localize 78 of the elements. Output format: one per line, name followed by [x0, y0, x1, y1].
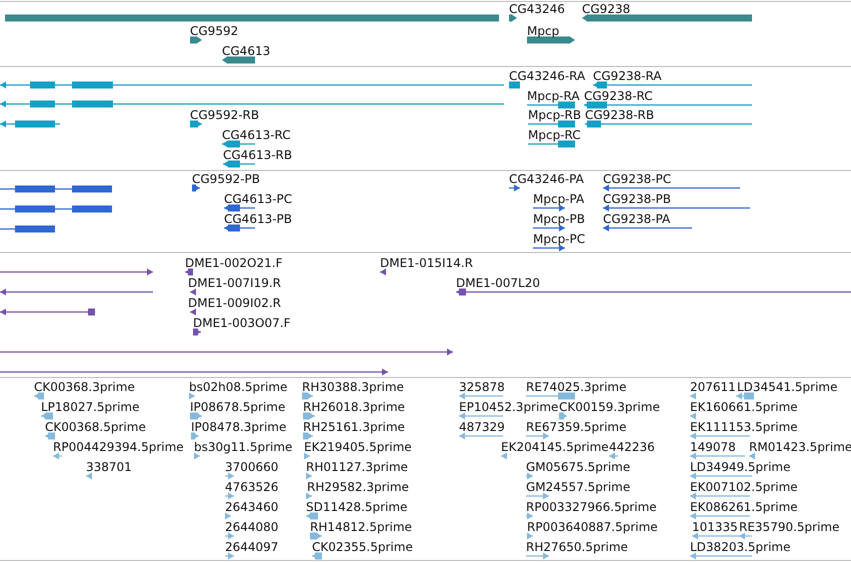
- feature-label: DME1-002O21.F: [185, 256, 282, 270]
- feature-label: Mpcp-PC: [533, 232, 586, 246]
- feature-label: EK086261.5prime: [690, 500, 798, 514]
- feature-label: EK007102.5prime: [690, 480, 798, 494]
- feature-label: EP10452.3prime: [459, 400, 558, 414]
- feature-label: 2644080: [225, 520, 278, 534]
- feature-label: 207611: [690, 380, 736, 394]
- feature-label: EK204145.5prime: [501, 440, 609, 454]
- feature-label: RP004429394.5prime: [53, 440, 184, 454]
- feature-label: 3700660: [225, 460, 278, 474]
- feature-label: EK111153.5prime: [690, 420, 798, 434]
- feature-label: CK00368.3prime: [34, 380, 135, 394]
- feature-label: CG9592-RB: [190, 108, 260, 122]
- feature-label: RP003327966.5prime: [526, 500, 657, 514]
- feature-label: RE74025.3prime: [526, 380, 626, 394]
- feature-label: CG9592-PB: [192, 172, 260, 186]
- feature-label: RE35790.5prime: [739, 520, 840, 534]
- feature-label: Mpcp-RC: [528, 128, 581, 142]
- feature-label: CG9238-PC: [603, 172, 672, 186]
- feature-label: CG9238-PA: [603, 212, 670, 226]
- feature-label: CK00159.3prime: [559, 400, 660, 414]
- feature-label: CG4613: [222, 44, 270, 58]
- feature-label: DME1-007I19.R: [188, 276, 282, 290]
- feature-label: CG9238-RB: [585, 108, 654, 122]
- feature-label: Mpcp-PA: [533, 192, 584, 206]
- feature-label: CG9238-RA: [593, 69, 662, 83]
- feature-label: Mpcp-RB: [528, 108, 582, 122]
- feature-label: Mpcp: [527, 24, 560, 38]
- feature-label: RP003640887.5prime: [527, 520, 658, 534]
- feature-label: Mpcp-PB: [533, 212, 585, 226]
- feature-label: RH27650.5prime: [526, 540, 628, 554]
- feature-label: LD34949.5prime: [690, 460, 791, 474]
- feature-label: CG9238-PB: [603, 192, 672, 206]
- feature-label: LD38203.5prime: [690, 540, 791, 554]
- feature-label: CG9238-RC: [584, 89, 653, 103]
- feature-label: IP08478.3prime: [191, 420, 286, 434]
- feature-label: SD11428.5prime: [306, 500, 408, 514]
- feature-label: LP18027.5prime: [41, 400, 140, 414]
- feature-label: bs30g11.5prime: [194, 440, 292, 454]
- feature-label: EK219405.5prime: [304, 440, 412, 454]
- feature-label: CG9592: [190, 24, 238, 38]
- feature-label: 338701: [86, 460, 132, 474]
- feature-label: LD34541.5prime: [737, 380, 838, 394]
- feature-label: RH26018.3prime: [303, 400, 405, 414]
- feature-label: RE67359.5prime: [526, 420, 626, 434]
- feature-label: CG43246-RA: [509, 69, 586, 83]
- feature-label: GM05675.5prime: [526, 460, 630, 474]
- feature-label: 101335: [692, 520, 738, 534]
- feature-label: DME1-015I14.R: [380, 256, 474, 270]
- feature-label: CK00368.5prime: [45, 420, 146, 434]
- feature-label: CG9238: [582, 2, 630, 16]
- feature-label: CG43246: [509, 2, 565, 16]
- feature-label: RH25161.3prime: [303, 420, 405, 434]
- feature-label: Mpcp-RA: [527, 89, 580, 103]
- feature-label: DME1-007L20: [456, 276, 540, 290]
- feature-label: 149078: [690, 440, 736, 454]
- feature-label: EK160661.5prime: [690, 400, 798, 414]
- feature-label: RH30388.3prime: [302, 380, 404, 394]
- feature-label: DME1-009I02.R: [188, 296, 282, 310]
- feature-label: CK02355.5prime: [312, 540, 413, 554]
- feature-label: GM24557.5prime: [526, 480, 630, 494]
- feature-label: DME1-003O07.F: [193, 316, 290, 330]
- feature-label: 2644097: [225, 540, 278, 554]
- feature-label: 442236: [609, 440, 655, 454]
- feature-label: 487329: [459, 420, 505, 434]
- feature-label: RH01127.3prime: [306, 460, 408, 474]
- feature-label: CG43246-PA: [509, 172, 584, 186]
- feature-label: CG4613-PC: [224, 192, 292, 206]
- feature-label: 2643460: [225, 500, 278, 514]
- feature-label: 4763526: [225, 480, 278, 494]
- feature-label: CG4613-RB: [223, 148, 292, 162]
- feature-label: RH29582.3prime: [307, 480, 409, 494]
- feature-label: CG4613-PB: [224, 212, 292, 226]
- feature-label: IP08678.5prime: [190, 400, 286, 414]
- feature-label: RH14812.5prime: [310, 520, 412, 534]
- feature-label: 325878: [459, 380, 505, 394]
- feature-label: bs02h08.5prime: [189, 380, 288, 394]
- feature-label: CG4613-RC: [222, 128, 291, 142]
